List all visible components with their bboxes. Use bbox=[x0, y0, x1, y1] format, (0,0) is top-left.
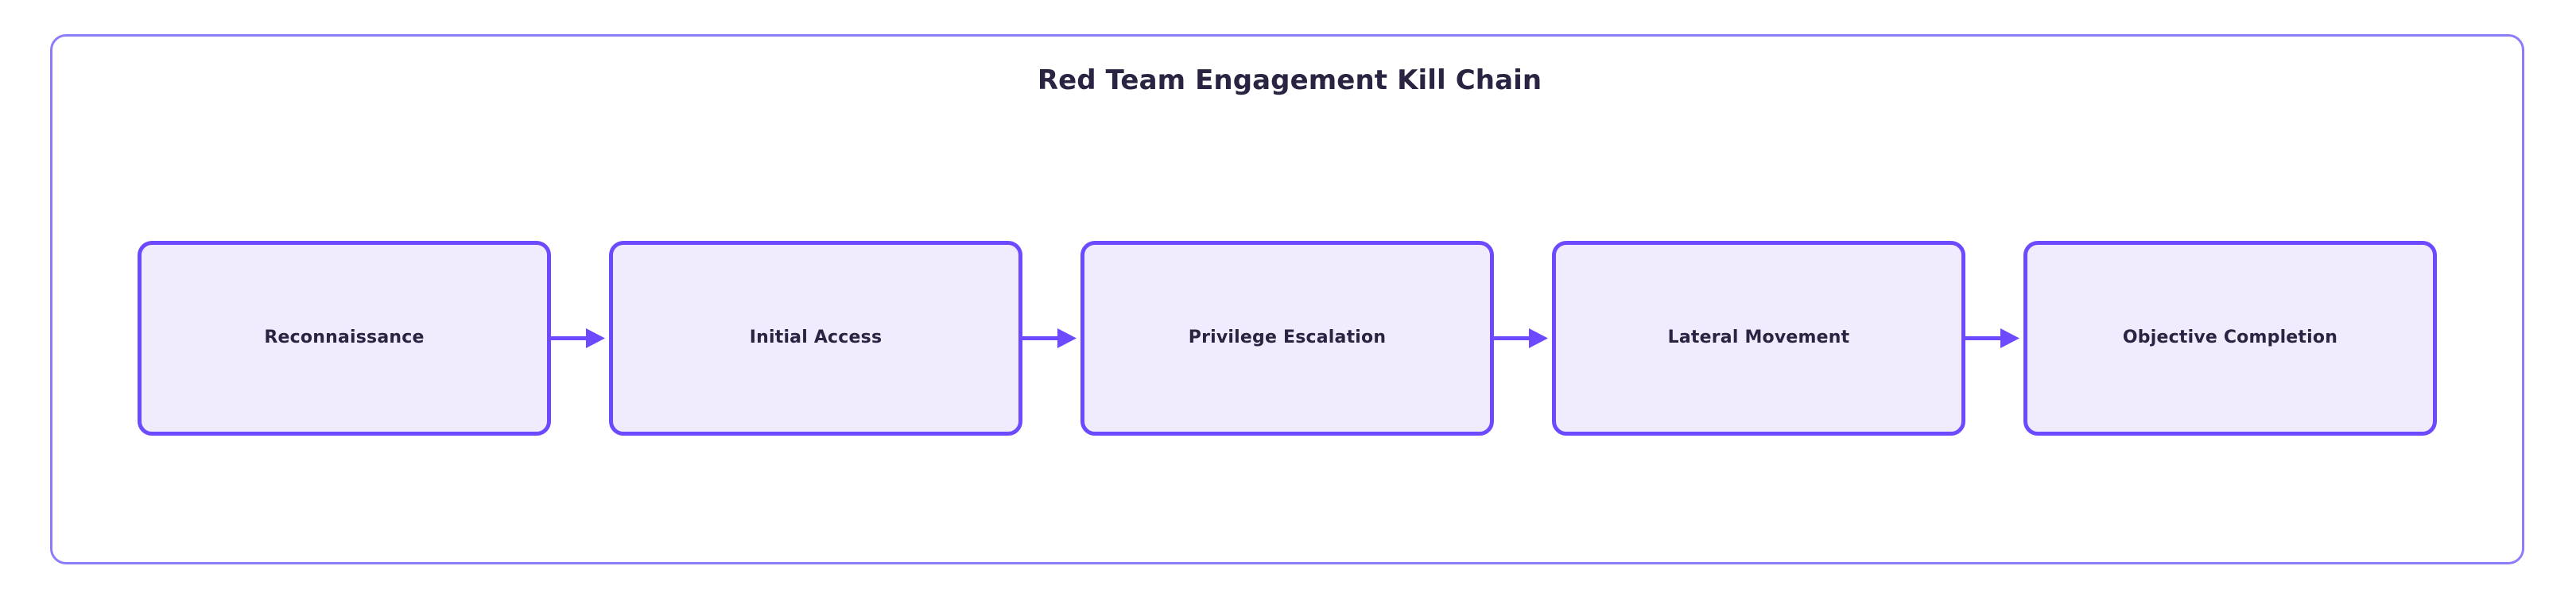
flow-node-privilege-escalation[interactable]: Privilege Escalation bbox=[1080, 241, 1494, 436]
kill-chain-flow: Reconnaissance Initial Access bbox=[138, 241, 2491, 436]
flow-node-label: Objective Completion bbox=[2122, 328, 2338, 348]
flow-connector-2 bbox=[1022, 241, 1080, 436]
flow-node-label: Reconnaissance bbox=[264, 328, 425, 348]
flow-node-reconnaissance[interactable]: Reconnaissance bbox=[138, 241, 551, 436]
arrow-right-icon bbox=[1494, 328, 1548, 348]
flow-node-label: Initial Access bbox=[749, 328, 883, 348]
flow-node-label: Lateral Movement bbox=[1667, 328, 1850, 348]
flow-connector-3 bbox=[1494, 241, 1552, 436]
diagram-frame: Red Team Engagement Kill Chain Reconnais… bbox=[50, 34, 2524, 564]
arrow-right-icon bbox=[1965, 328, 2019, 348]
flow-node-label: Privilege Escalation bbox=[1188, 328, 1387, 348]
flow-node-lateral-movement[interactable]: Lateral Movement bbox=[1552, 241, 1965, 436]
flow-node-objective-completion[interactable]: Objective Completion bbox=[2023, 241, 2437, 436]
arrow-right-icon bbox=[1022, 328, 1077, 348]
diagram-title: Red Team Engagement Kill Chain bbox=[1037, 64, 1542, 96]
flow-connector-1 bbox=[551, 241, 609, 436]
flow-node-initial-access[interactable]: Initial Access bbox=[609, 241, 1022, 436]
flow-connector-4 bbox=[1965, 241, 2023, 436]
arrow-right-icon bbox=[551, 328, 605, 348]
